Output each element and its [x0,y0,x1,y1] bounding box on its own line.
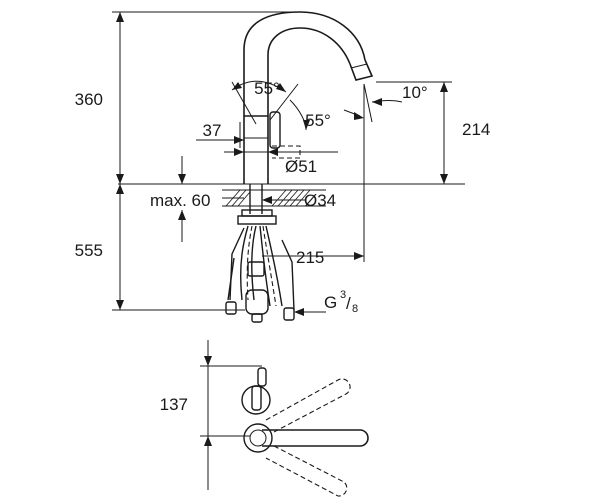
arrow-angle-right [276,83,286,92]
side-elevation-view: 360 555 55° 55° 37 [75,11,490,323]
plan-base-circle [243,423,273,453]
arrow-angle-left [232,82,242,90]
arrow-555-top [116,184,124,194]
thread-fraction-slash: / [346,294,351,313]
arrow-34 [262,196,272,204]
hose-connector-tip [251,313,263,323]
spout-head [349,59,374,81]
arrow-215 [354,252,364,260]
dim-label-360: 360 [75,90,103,109]
plan-lever [251,385,262,411]
spout-head-line [350,63,368,69]
arrow-spout-angle [372,98,382,106]
spout-outer [243,11,366,116]
thread-fraction-numerator: 3 [340,289,346,301]
arrow-spout-reach [354,112,364,120]
dim-label-lever-top: 55° [254,79,280,98]
arrow-214-bottom [440,174,448,184]
plan-spout-swivel-up [265,378,351,433]
plan-spout-swivel-down [265,445,348,497]
lever-angle-arc-side [289,99,307,131]
plan-base-inner [249,429,267,447]
dim-label-spout-angle: 10° [402,83,428,102]
spout-inner [267,27,351,116]
arrow-counter-top [178,174,186,184]
supply-hoses [227,225,295,311]
arrow-214-top [440,82,448,92]
dim-label-214: 214 [462,120,490,139]
plan-spout-straight [262,429,369,447]
arrow-360-top [116,12,124,22]
plan-view: 137 [160,340,369,497]
dim-label-51: Ø51 [285,157,317,176]
arrow-555-bottom [116,300,124,310]
hose-fitting-right [283,307,295,321]
arrow-360-bottom [116,174,124,184]
arrow-angle-side [303,120,310,130]
arrow-51-right [268,148,278,156]
hose-weight [247,261,265,277]
dim-label-137: 137 [160,395,188,414]
thread-label-letter: G [324,293,337,312]
hose-connector [245,289,269,315]
mounting-plate [237,215,277,225]
arrow-37 [234,136,244,144]
arrow-137-top [204,356,212,366]
dim-label-555: 555 [75,241,103,260]
lever-handle [269,111,281,149]
mounting-nut [241,209,273,217]
thread-fraction-denominator: 8 [352,303,358,315]
arrow-137-bottom [204,436,212,446]
diameter-51-hidden-line [272,145,301,159]
arrow-thread [294,308,304,316]
dim-label-215: 215 [296,248,324,267]
hose-fitting-left [225,301,237,315]
arrow-51-left [234,148,244,156]
spout-angle-ray [363,83,373,123]
dim-label-lever-side: 55° [305,111,331,130]
dim-label-34: Ø34 [304,191,336,210]
dim-label-37: 37 [203,121,222,140]
plan-lever-tip [257,367,267,387]
lever-angle-ray-right [269,83,299,121]
arrow-counter-bottom [178,210,186,220]
dim-label-counter-thickness: max. 60 [150,191,210,210]
